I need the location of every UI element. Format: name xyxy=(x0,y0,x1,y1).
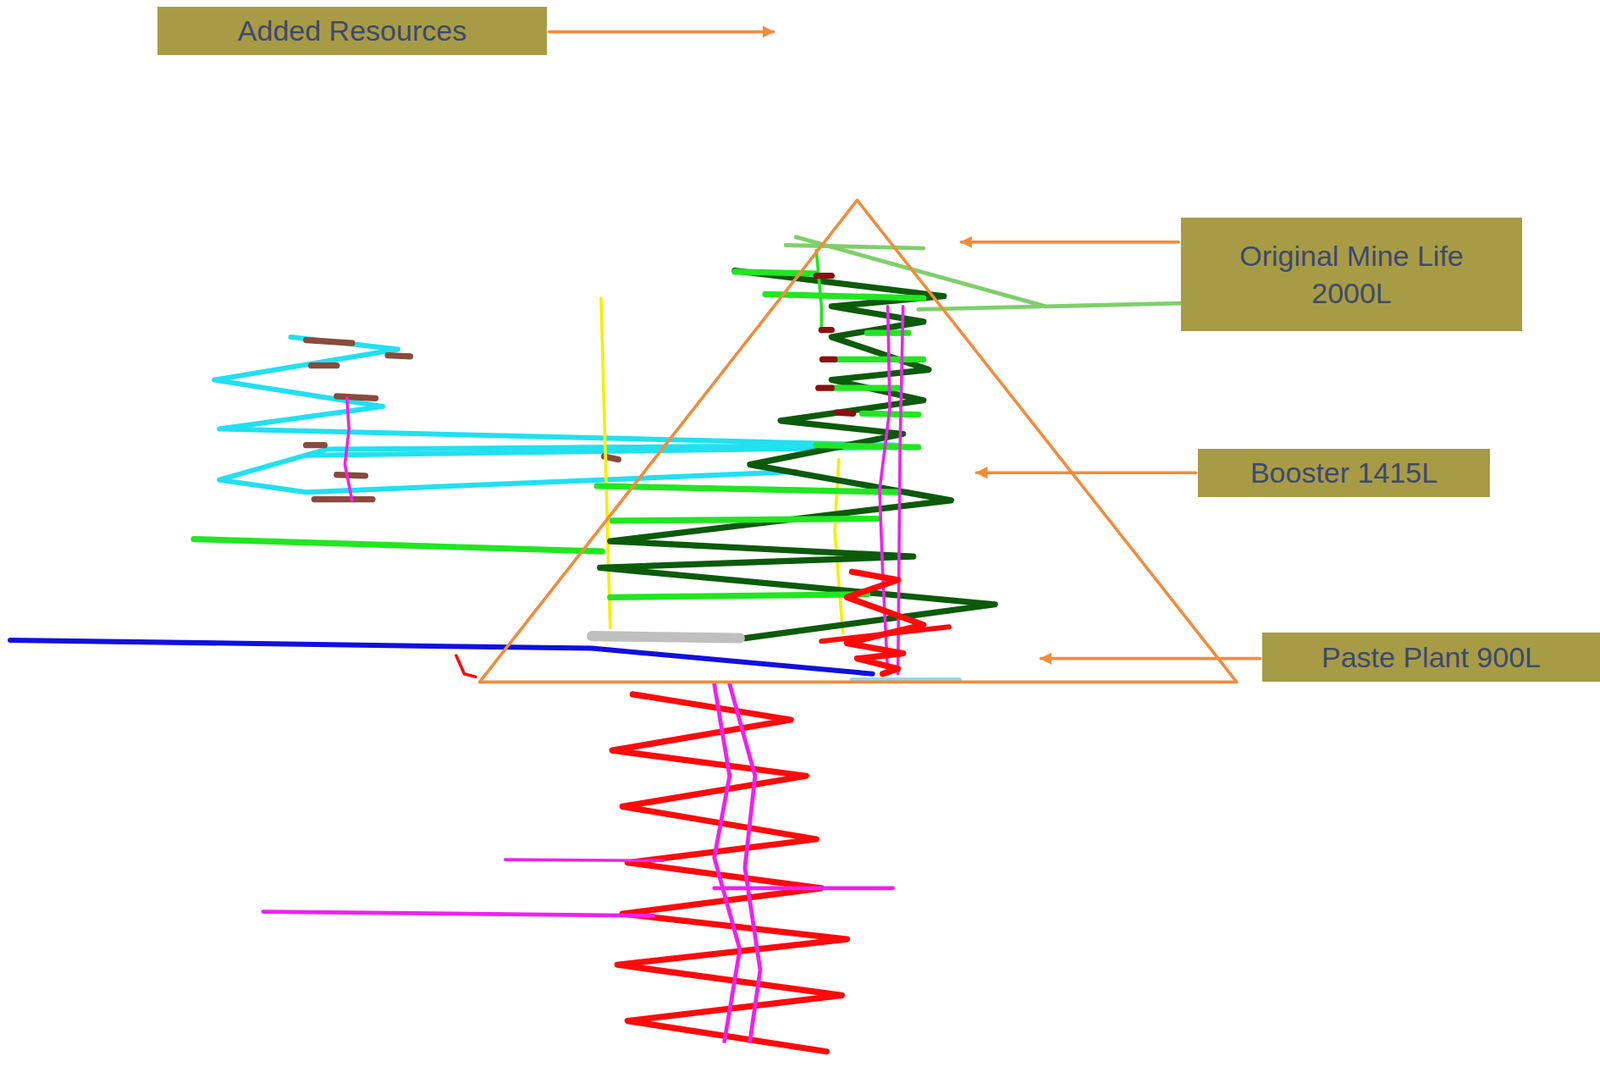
brown-crosscuts xyxy=(306,340,619,500)
magenta-drift xyxy=(263,911,653,916)
magenta-raise-left xyxy=(344,397,352,501)
label-text: Booster 1415L xyxy=(1250,453,1438,492)
magenta-drift xyxy=(714,885,894,890)
green-levels xyxy=(193,271,924,598)
magenta-drift xyxy=(505,859,664,861)
label-box: Paste Plant 900L xyxy=(1262,632,1600,682)
life-triangle xyxy=(480,199,1237,682)
grey-level xyxy=(591,635,740,638)
red-ramp xyxy=(846,571,923,674)
label-text: Paste Plant 900L xyxy=(1321,638,1541,676)
yellow-raise xyxy=(834,459,844,634)
red-level xyxy=(821,626,949,641)
magenta-raise xyxy=(729,684,761,1042)
label-text: Original Mine Life 2000L xyxy=(1220,237,1484,312)
yellow-raise xyxy=(601,297,611,628)
blue-decline xyxy=(10,640,873,674)
leader-arrow xyxy=(1040,656,1260,661)
magenta-raise xyxy=(714,684,740,1042)
leader-arrow xyxy=(976,470,1197,475)
leader-arrow xyxy=(548,30,773,34)
label-text: Added Resources xyxy=(237,11,467,50)
light-green-drift xyxy=(918,306,1042,310)
red-crosscuts xyxy=(816,275,853,414)
label-box: Booster 1415L xyxy=(1197,448,1490,497)
green-raise xyxy=(816,250,822,332)
red-ramp xyxy=(612,694,847,1052)
label-box: Added Resources xyxy=(157,6,547,56)
red-stub xyxy=(456,655,476,677)
cyan-ramp xyxy=(214,336,899,492)
leader-arrow xyxy=(960,240,1179,244)
magenta-raise xyxy=(879,306,890,674)
light-green-drift xyxy=(785,244,924,249)
label-box: Original Mine Life 2000L xyxy=(1180,217,1523,332)
